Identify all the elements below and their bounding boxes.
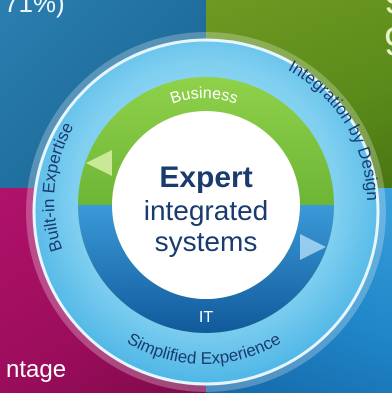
right-arrow-icon xyxy=(300,234,326,260)
blue-ring xyxy=(78,205,334,333)
partial-digit-bottom: 9 xyxy=(384,20,392,65)
it-label: IT xyxy=(199,309,213,326)
partial-advantage-text: ntage xyxy=(6,356,67,383)
center-line-2: integrated xyxy=(144,195,269,226)
center-disc xyxy=(112,111,300,299)
center-title: Expert xyxy=(159,161,252,194)
center-line-3: systems xyxy=(155,226,258,257)
partial-digit-top: 9 xyxy=(384,0,392,23)
left-arrow-icon xyxy=(86,150,112,176)
partial-percentage-text: 71%) xyxy=(4,0,65,18)
